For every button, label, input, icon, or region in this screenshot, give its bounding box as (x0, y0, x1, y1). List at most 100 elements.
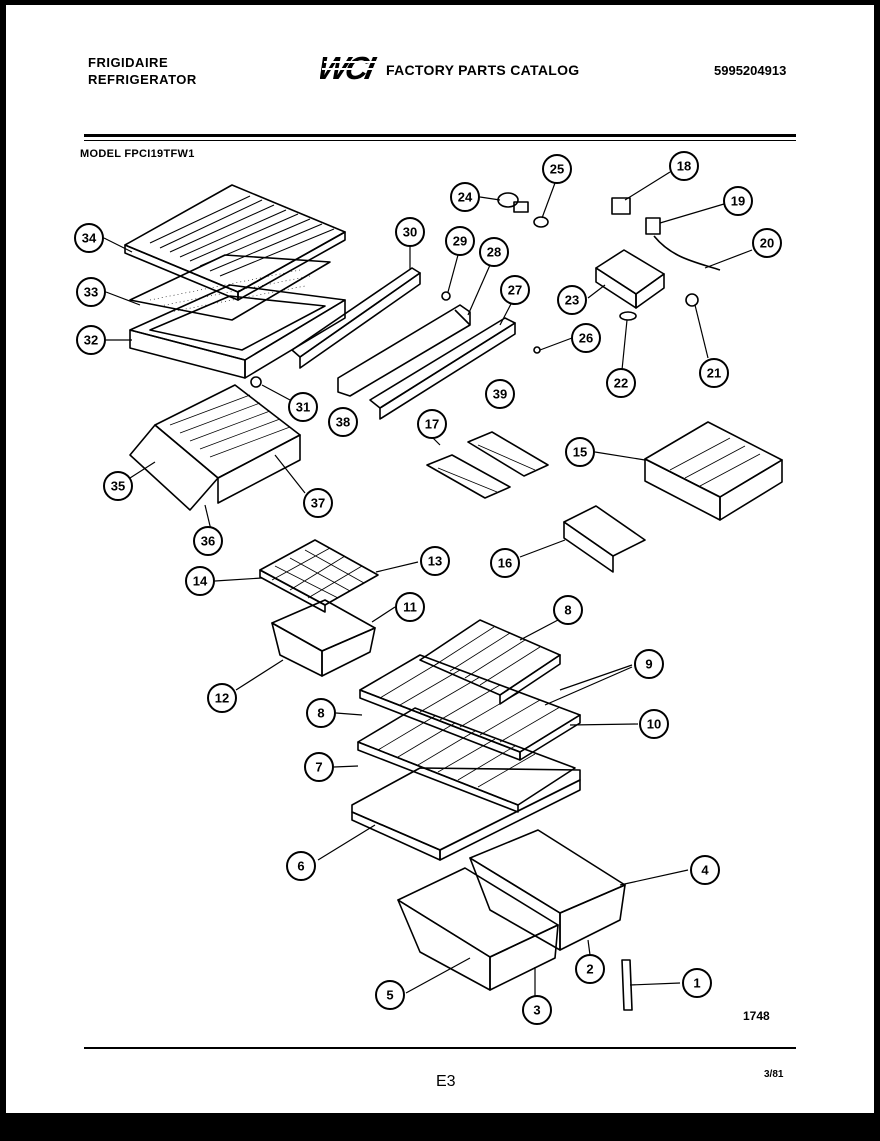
callout-23 (557, 285, 587, 315)
callout-number: 37 (311, 496, 325, 511)
callout-17 (417, 409, 447, 439)
callout-20 (752, 228, 782, 258)
callout-number: 16 (498, 556, 512, 571)
callout-38 (328, 407, 358, 437)
callout-number: 12 (215, 691, 229, 706)
page-code: E3 (436, 1073, 456, 1090)
svg-text:WCI: WCI (320, 51, 379, 83)
callout-number: 13 (428, 554, 442, 569)
callout-25 (542, 154, 572, 184)
part-control-housing (595, 197, 721, 321)
callout-number: 5 (386, 988, 393, 1003)
callout-28 (479, 237, 509, 267)
part-crisper-cover (351, 767, 581, 861)
part-small-drawer (271, 599, 376, 677)
callout-22 (606, 368, 636, 398)
callout-1 (682, 968, 712, 998)
callout-number: 31 (296, 400, 310, 415)
callout-number: 18 (677, 159, 691, 174)
callout-30 (395, 217, 425, 247)
callout-35 (103, 471, 133, 501)
callout-3 (522, 995, 552, 1025)
callout-number: 17 (425, 417, 439, 432)
callout-number: 14 (193, 574, 208, 589)
callout-9 (634, 649, 664, 679)
diagram-number: 1748 (743, 1009, 770, 1023)
callout-number: 32 (84, 333, 98, 348)
callout-16 (490, 548, 520, 578)
wci-logo: WCI (320, 51, 384, 83)
callout-number: 4 (701, 863, 709, 878)
callout-5 (375, 980, 405, 1010)
part-bracket (337, 304, 471, 397)
callout-32 (76, 325, 106, 355)
callout-number: 9 (645, 657, 652, 672)
callout-24 (450, 182, 480, 212)
callout-27 (500, 275, 530, 305)
part-crisper-drawer-right (469, 829, 626, 951)
callout-14 (185, 566, 215, 596)
exploded-parts-diagram: 3433322425302928272618192023212231383917… (74, 151, 783, 1025)
callout-number: 6 (297, 859, 304, 874)
leader-lines (103, 171, 753, 1000)
callout-number: 39 (493, 387, 507, 402)
part-grille-shelf (259, 539, 379, 613)
callout-number: 21 (707, 366, 721, 381)
callout-8b (306, 698, 336, 728)
callout-number: 1 (693, 976, 700, 991)
callout-39 (485, 379, 515, 409)
callout-number: 30 (403, 225, 417, 240)
callout-number: 35 (111, 479, 125, 494)
callout-number: 23 (565, 293, 579, 308)
callout-number: 27 (508, 283, 522, 298)
callout-number: 24 (458, 190, 473, 205)
callout-26 (571, 323, 601, 353)
part-crisper-drawer-left (397, 867, 559, 991)
callout-number: 29 (453, 234, 467, 249)
part-light-bulb (497, 192, 529, 213)
brand-name: FRIGIDAIRE (88, 55, 169, 70)
part-glass-shelf-upper (419, 619, 561, 705)
part-insulation-panel (129, 254, 331, 321)
callout-36 (193, 526, 223, 556)
callout-number: 22 (614, 376, 628, 391)
catalog-title: FACTORY PARTS CATALOG (386, 62, 580, 78)
callout-21 (699, 358, 729, 388)
callout-31 (288, 392, 318, 422)
callout-11 (395, 592, 425, 622)
part-shelf-frame (129, 284, 346, 379)
callout-labels: 3433322425302928272618192023212231383917… (82, 159, 774, 1018)
callout-number: 8 (564, 603, 571, 618)
part-stud (621, 959, 633, 1011)
callout-number: 34 (82, 231, 97, 246)
header-rule-thin (84, 140, 796, 141)
callout-number: 3 (533, 1003, 540, 1018)
part-wire-shelf (129, 384, 301, 511)
header-rule (84, 134, 796, 137)
callout-number: 15 (573, 445, 587, 460)
model-label: MODEL FPCI19TFW1 (80, 148, 195, 160)
part-glass-shelf-middle (359, 654, 581, 761)
part-rail (291, 267, 421, 369)
callout-8a (553, 595, 583, 625)
callout-number: 8 (317, 706, 324, 721)
callout-number: 19 (731, 194, 745, 209)
callout-circles (74, 151, 782, 1025)
callout-33 (76, 277, 106, 307)
callout-37 (303, 488, 333, 518)
callout-10 (639, 709, 669, 739)
callout-6 (286, 851, 316, 881)
callout-number: 33 (84, 285, 98, 300)
callout-34 (74, 223, 104, 253)
callout-number: 26 (579, 331, 593, 346)
callout-number: 7 (315, 760, 322, 775)
part-small-hardware (250, 291, 541, 388)
callout-19 (723, 186, 753, 216)
callout-number: 2 (586, 962, 593, 977)
part-glass-shelf-lower (357, 707, 576, 813)
callout-number: 25 (550, 162, 564, 177)
callout-number: 38 (336, 415, 350, 430)
callout-12 (207, 683, 237, 713)
part-lamp-socket (533, 216, 549, 228)
product-type: REFRIGERATOR (88, 72, 197, 87)
